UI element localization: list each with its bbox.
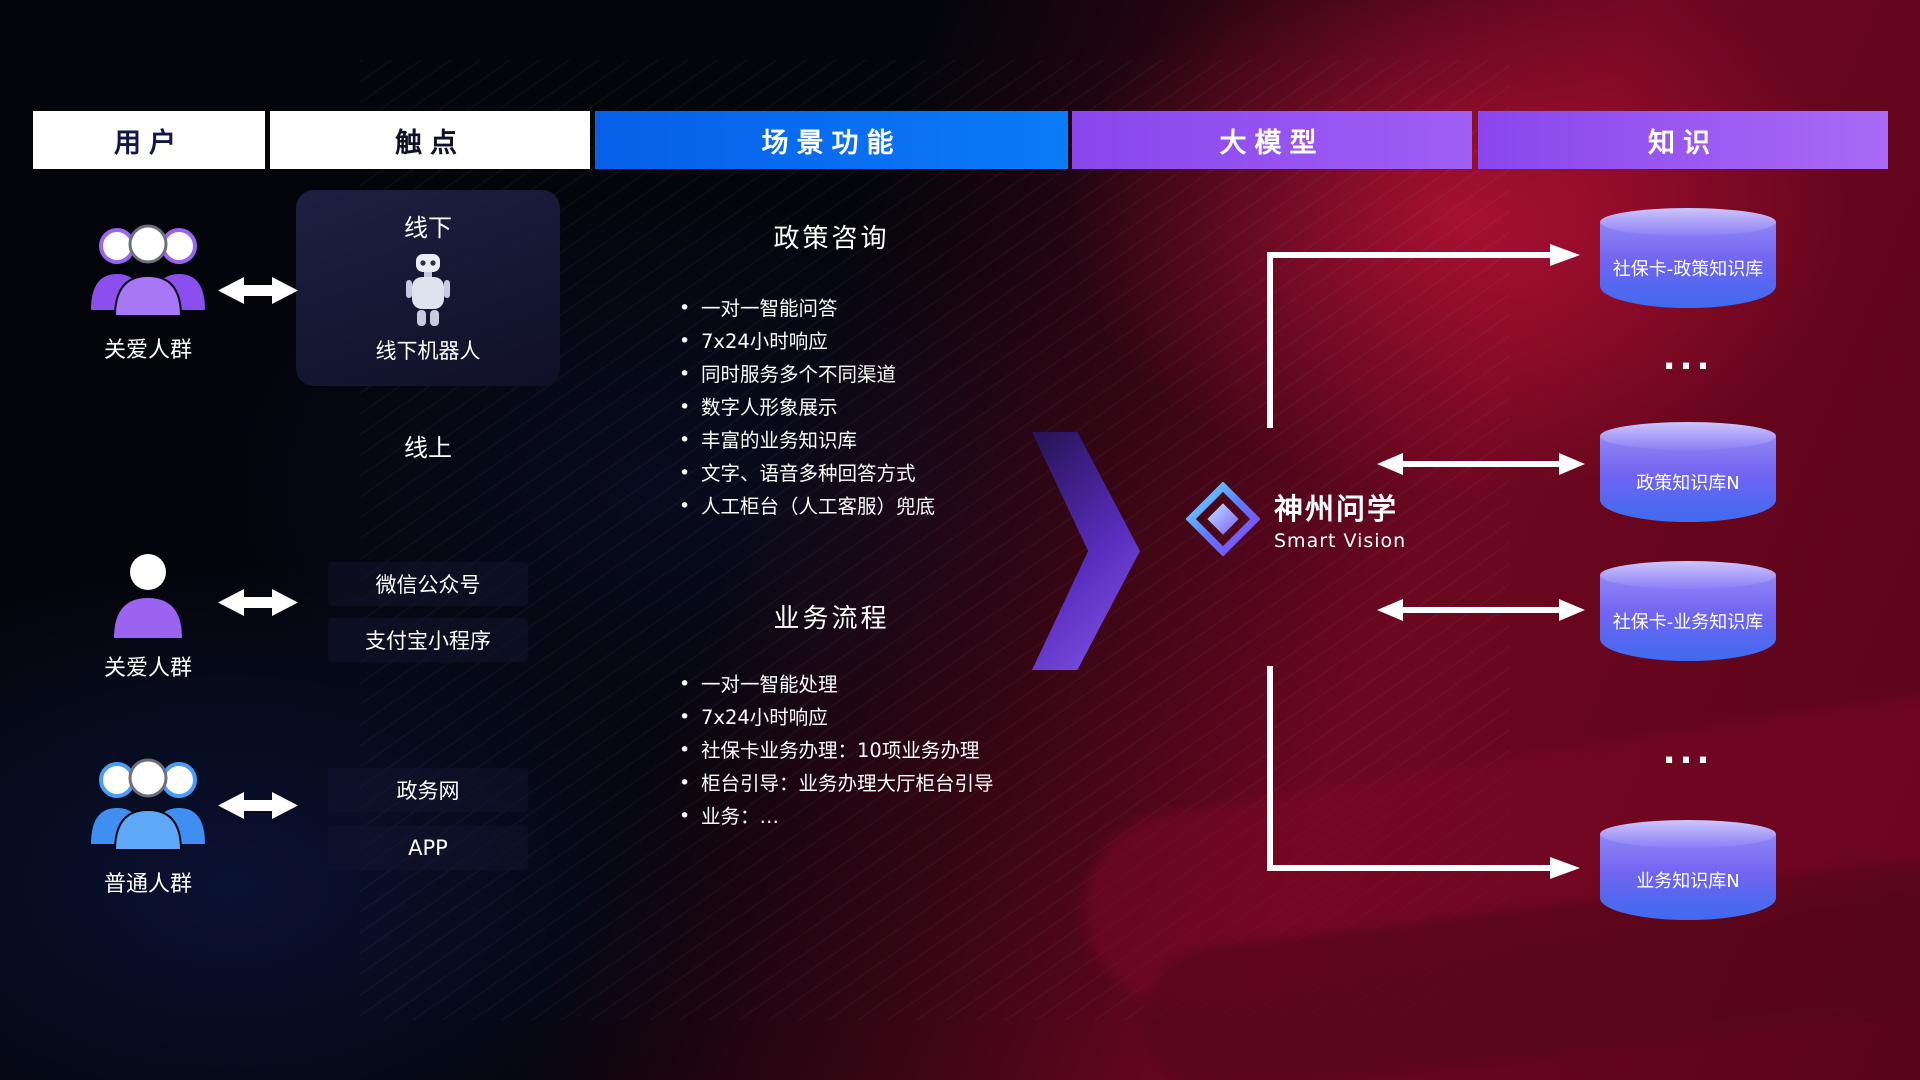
model-logo: 神州问学 Smart Vision	[1186, 482, 1406, 556]
cylinder-cap	[1600, 422, 1776, 450]
scenario-policy-item: 丰富的业务知识库	[677, 424, 935, 457]
user-group-2-label: 关爱人群	[103, 656, 192, 681]
cylinder-body	[1600, 575, 1776, 661]
cylinder-body	[1600, 834, 1776, 920]
scenario-business-item: 7x24小时响应	[677, 701, 994, 734]
diamond-logo-icon	[1186, 482, 1260, 556]
knowledge-db-label: 业务知识库N	[1636, 871, 1740, 893]
user-group-1-label: 关爱人群	[103, 338, 192, 363]
offline-device-label: 线下机器人	[375, 339, 481, 363]
header-col-scenarios: 场景功能	[595, 111, 1068, 169]
knowledge-db-policy-shebao: 社保卡-政策知识库	[1600, 208, 1776, 308]
scenario-policy-item: 数字人形象展示	[677, 391, 935, 424]
cylinder-cap	[1600, 208, 1776, 236]
model-subtitle: Smart Vision	[1274, 530, 1407, 552]
scenario-business-title: 业务流程	[773, 604, 890, 634]
user-group-blue-icon	[83, 748, 213, 858]
scenario-policy-title: 政策咨询	[773, 224, 890, 254]
user-group-purple-icon	[83, 214, 213, 324]
knowledge-db-label: 社保卡-政策知识库	[1612, 259, 1764, 281]
knowledge-ellipsis-1: ...	[1662, 338, 1714, 378]
scenario-business-item: 柜台引导：业务办理大厅柜台引导	[677, 767, 994, 800]
knowledge-db-policy-n: 政策知识库N	[1600, 422, 1776, 522]
knowledge-db-label: 社保卡-业务知识库	[1612, 612, 1764, 634]
channel-gov-web: 政务网	[328, 768, 528, 812]
user-group-3-label: 普通人群	[103, 872, 192, 897]
scenario-business-item: 业务：…	[677, 800, 994, 833]
knowledge-db-business-n: 业务知识库N	[1600, 820, 1776, 920]
header-col-touchpoints: 触点	[270, 111, 590, 169]
user-person-purple-icon	[104, 548, 192, 644]
header-col-knowledge: 知识	[1478, 111, 1888, 169]
knowledge-ellipsis-2: ...	[1662, 732, 1714, 772]
header-col-model: 大模型	[1072, 111, 1472, 169]
scenario-policy-item: 一对一智能问答	[677, 292, 935, 325]
online-title: 线上	[404, 434, 452, 462]
channel-wechat: 微信公众号	[328, 562, 528, 606]
offline-touchpoint-card: 线下 线下机器人	[296, 190, 560, 386]
cylinder-cap	[1600, 561, 1776, 589]
scenario-business-item: 社保卡业务办理：10项业务办理	[677, 734, 994, 767]
channel-alipay: 支付宝小程序	[328, 618, 528, 662]
scenario-policy-list: 一对一智能问答 7x24小时响应 同时服务多个不同渠道 数字人形象展示 丰富的业…	[677, 292, 935, 523]
knowledge-db-business-shebao: 社保卡-业务知识库	[1600, 561, 1776, 661]
cylinder-body	[1600, 436, 1776, 522]
scenario-policy-item: 文字、语音多种回答方式	[677, 457, 935, 490]
model-name: 神州问学	[1274, 492, 1399, 526]
header-col-users: 用户	[33, 111, 265, 169]
channel-app: APP	[328, 826, 528, 870]
cylinder-body	[1600, 222, 1776, 308]
scenario-business-item: 一对一智能处理	[677, 668, 994, 701]
knowledge-db-label: 政策知识库N	[1636, 473, 1740, 495]
robot-icon	[400, 249, 456, 335]
cylinder-cap	[1600, 820, 1776, 848]
scenario-policy-item: 人工柜台（人工客服）兜底	[677, 490, 935, 523]
offline-title: 线下	[404, 214, 452, 242]
scenario-business-list: 一对一智能处理 7x24小时响应 社保卡业务办理：10项业务办理 柜台引导：业务…	[677, 668, 994, 833]
scenario-policy-item: 7x24小时响应	[677, 325, 935, 358]
scenario-policy-item: 同时服务多个不同渠道	[677, 358, 935, 391]
